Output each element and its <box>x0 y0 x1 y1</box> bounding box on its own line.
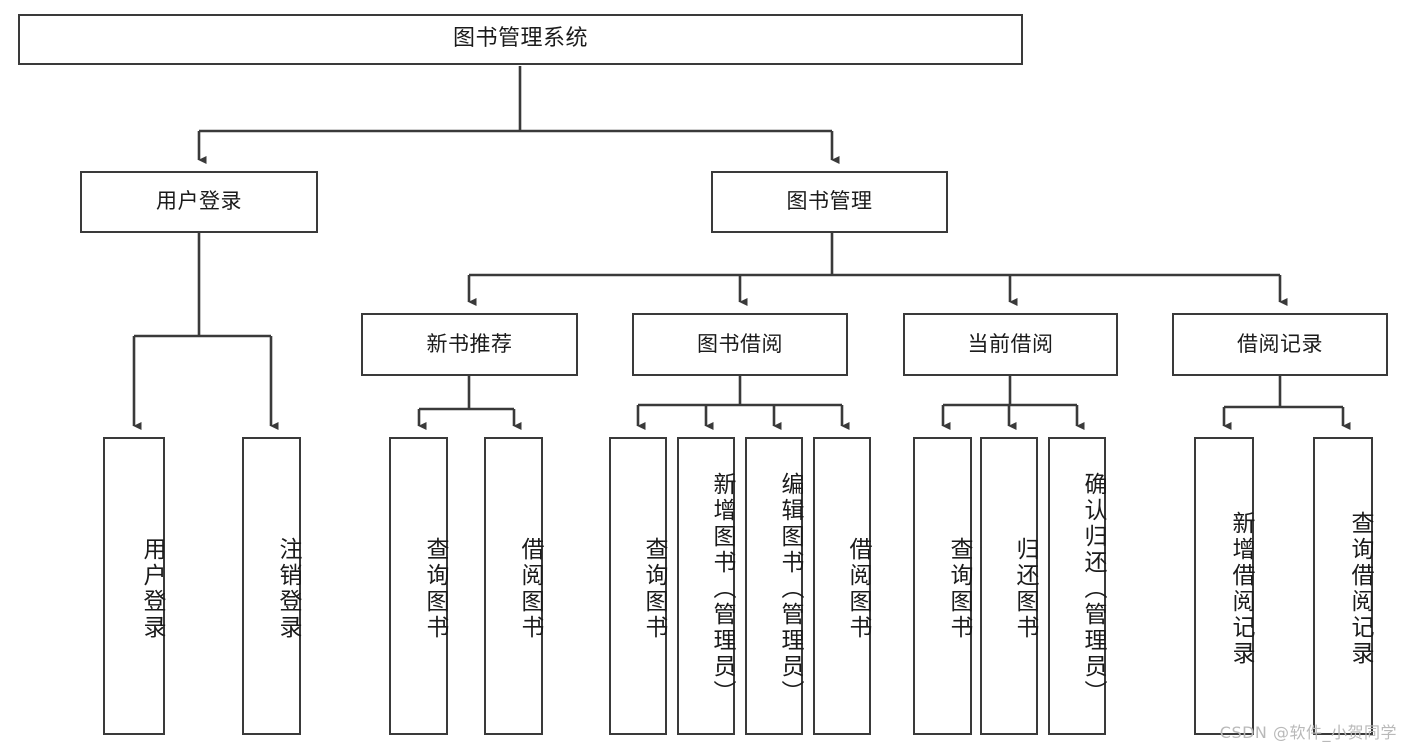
leaf-label: 查询图书 <box>641 537 667 641</box>
node-leaf-borrow-book-recommend[interactable]: 借阅图书 <box>484 437 543 735</box>
node-borrow-record[interactable]: 借阅记录 <box>1172 313 1388 376</box>
leaf-label: 确认归还（管理员） <box>1080 472 1106 706</box>
watermark: CSDN @软件_小贺同学 <box>1219 723 1397 742</box>
node-leaf-borrow-book[interactable]: 借阅图书 <box>813 437 871 735</box>
leaf-label: 查询图书 <box>946 537 972 641</box>
node-leaf-user-login[interactable]: 用户登录 <box>103 437 165 735</box>
node-leaf-query-book-recommend[interactable]: 查询图书 <box>389 437 448 735</box>
leaf-label: 编辑图书（管理员） <box>777 472 803 706</box>
node-leaf-query-borrow-record[interactable]: 查询借阅记录 <box>1313 437 1373 735</box>
node-leaf-add-borrow-record[interactable]: 新增借阅记录 <box>1194 437 1254 735</box>
leaf-label: 查询图书 <box>422 537 448 641</box>
node-leaf-user-logout[interactable]: 注销登录 <box>242 437 301 735</box>
node-leaf-add-book-admin[interactable]: 新增图书（管理员） <box>677 437 735 735</box>
node-leaf-return-book[interactable]: 归还图书 <box>980 437 1038 735</box>
node-user-login[interactable]: 用户登录 <box>80 171 318 233</box>
node-current-borrow[interactable]: 当前借阅 <box>903 313 1118 376</box>
node-root-book-management-system[interactable]: 图书管理系统 <box>18 14 1023 65</box>
node-leaf-query-book-current[interactable]: 查询图书 <box>913 437 972 735</box>
leaf-label: 借阅图书 <box>845 537 871 641</box>
node-new-book-recommend[interactable]: 新书推荐 <box>361 313 578 376</box>
node-leaf-confirm-return-admin[interactable]: 确认归还（管理员） <box>1048 437 1106 735</box>
leaf-label: 归还图书 <box>1012 537 1038 641</box>
node-book-borrow[interactable]: 图书借阅 <box>632 313 848 376</box>
leaf-label: 新增图书（管理员） <box>709 472 735 706</box>
node-book-management[interactable]: 图书管理 <box>711 171 948 233</box>
leaf-label: 用户登录 <box>139 537 165 641</box>
leaf-label: 查询借阅记录 <box>1347 511 1373 667</box>
leaf-label: 注销登录 <box>275 537 301 641</box>
node-leaf-edit-book-admin[interactable]: 编辑图书（管理员） <box>745 437 803 735</box>
node-leaf-query-book-borrow[interactable]: 查询图书 <box>609 437 667 735</box>
leaf-label: 新增借阅记录 <box>1228 511 1254 667</box>
leaf-label: 借阅图书 <box>517 537 543 641</box>
